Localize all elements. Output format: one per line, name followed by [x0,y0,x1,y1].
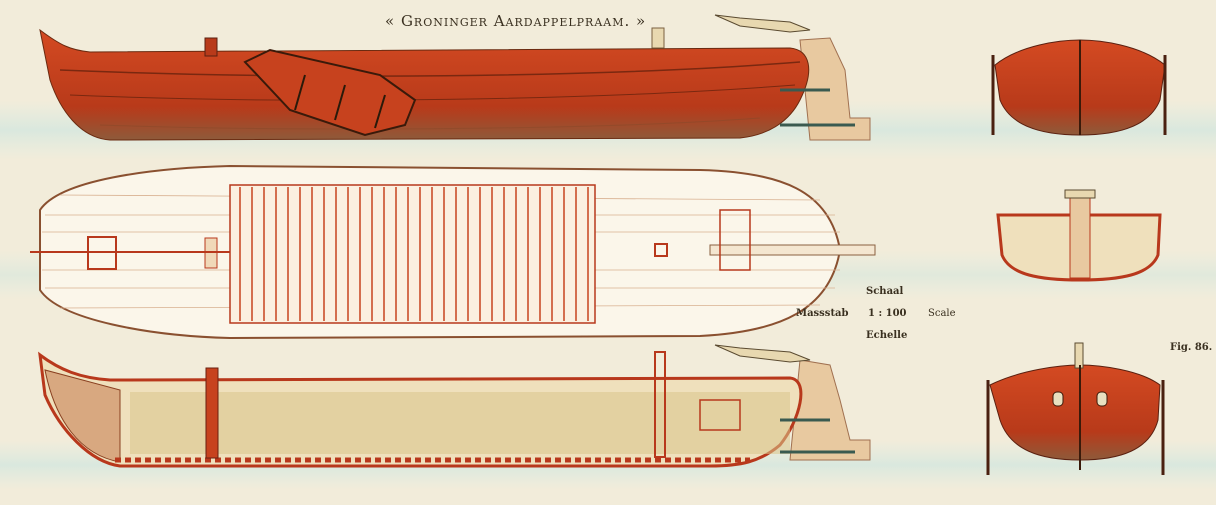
midship-section [996,189,1162,282]
scale-ratio: 1 : 100 [868,308,907,319]
drawing-title: « Groninger Aardappelpraam. » [385,12,647,30]
figure-number: Fig. 86. [1170,342,1213,353]
longitudinal-section [38,344,871,468]
deck-plan [30,164,876,340]
scale-label-dutch: Schaal [866,286,904,297]
scale-label-french: Echelle [866,330,908,341]
bow-view [986,342,1165,475]
side-elevation [39,14,871,141]
stern-view [991,39,1167,136]
scale-label-english: Scale [928,308,956,319]
scale-label-german: Massstab [796,308,849,319]
